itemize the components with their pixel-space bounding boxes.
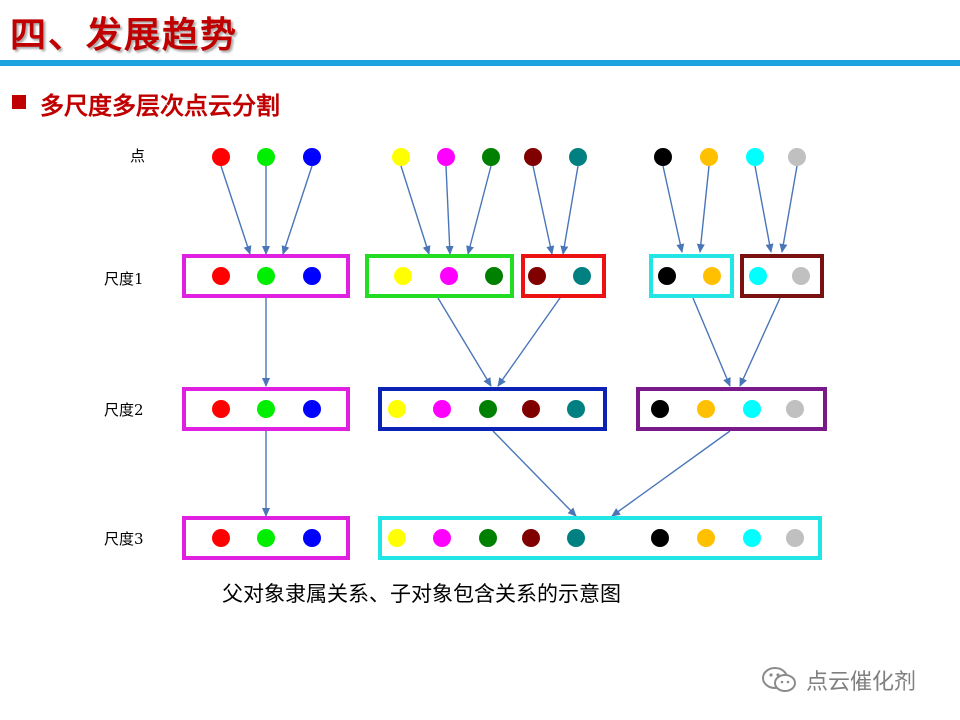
group-point-green [257, 400, 275, 418]
group-point-red [212, 267, 230, 285]
group-point-yellow [388, 529, 406, 547]
group-point-darkred [522, 400, 540, 418]
group-point-black [651, 529, 669, 547]
point-layer [212, 148, 810, 547]
arrow-7 [532, 165, 555, 255]
arrow-4 [400, 165, 431, 255]
title-rule [0, 60, 960, 66]
group-box-scale2-7 [378, 387, 607, 431]
group-point-teal [573, 267, 591, 285]
row-label-scale-1: 尺度1 [104, 270, 144, 288]
arrow-14 [437, 297, 492, 387]
point-red [212, 148, 230, 166]
row-label-scale-2: 尺度2 [104, 401, 144, 419]
arrow-9 [662, 165, 685, 253]
group-box-layer [182, 254, 827, 560]
group-point-green [257, 267, 275, 285]
group-point-darkred [522, 529, 540, 547]
figure-caption: 父对象隶属关系、子对象包含关系的示意图 [222, 582, 621, 606]
group-point-teal [567, 400, 585, 418]
square-bullet-icon [12, 95, 26, 109]
group-point-gold [703, 267, 721, 285]
point-gold [700, 148, 718, 166]
group-point-darkgreen [479, 529, 497, 547]
arrow-15 [497, 297, 561, 387]
group-point-gray [786, 400, 804, 418]
arrow-layer [220, 165, 798, 517]
point-gray [788, 148, 806, 166]
group-point-blue [303, 529, 321, 547]
group-point-darkgreen [485, 267, 503, 285]
group-point-red [212, 400, 230, 418]
group-box-scale1-5 [740, 254, 824, 298]
arrow-3 [281, 165, 313, 255]
group-box-scale1-4 [649, 254, 734, 298]
row-label-points: 点 [130, 147, 145, 165]
arrow-12 [779, 165, 798, 253]
group-point-gray [786, 529, 804, 547]
wechat-icon [762, 667, 796, 692]
group-point-gold [697, 400, 715, 418]
group-box-scale1-2 [365, 254, 514, 298]
arrow-10 [696, 165, 710, 253]
row-label-scale-3: 尺度3 [104, 530, 144, 548]
point-yellow [392, 148, 410, 166]
group-point-magenta [440, 267, 458, 285]
arrow-8 [560, 165, 579, 255]
point-cyan [746, 148, 764, 166]
point-darkgreen [482, 148, 500, 166]
slide-title: 四、发展趋势 [10, 15, 239, 56]
row-label-layer: 点 尺度1 尺度2 尺度3 [104, 147, 145, 548]
point-darkred [524, 148, 542, 166]
arrow-5 [445, 165, 454, 255]
point-green [257, 148, 275, 166]
arrow-11 [754, 165, 774, 253]
group-point-magenta [433, 400, 451, 418]
group-box-scale2-8 [636, 387, 827, 431]
arrow-20 [611, 430, 731, 517]
watermark-text: 点云催化剂 [806, 670, 917, 695]
point-magenta [437, 148, 455, 166]
slide-subtitle: 多尺度多层次点云分割 [40, 92, 280, 120]
point-blue [303, 148, 321, 166]
group-point-red [212, 529, 230, 547]
group-point-yellow [394, 267, 412, 285]
group-point-cyan [743, 400, 761, 418]
group-point-magenta [433, 529, 451, 547]
group-point-blue [303, 400, 321, 418]
watermark: 点云催化剂 [760, 664, 916, 696]
group-point-cyan [749, 267, 767, 285]
arrow-16 [692, 297, 731, 387]
arrow-19 [492, 430, 577, 517]
group-point-teal [567, 529, 585, 547]
group-box-scale3-10 [378, 516, 822, 560]
group-box-scale1-3 [521, 254, 606, 298]
point-black [654, 148, 672, 166]
group-point-blue [303, 267, 321, 285]
group-point-black [658, 267, 676, 285]
point-teal [569, 148, 587, 166]
group-point-gray [792, 267, 810, 285]
group-point-green [257, 529, 275, 547]
group-point-darkred [528, 267, 546, 285]
group-point-cyan [743, 529, 761, 547]
group-box-scale1-1 [182, 254, 350, 298]
group-point-yellow [388, 400, 406, 418]
arrow-6 [466, 165, 492, 255]
arrow-1 [220, 165, 252, 255]
group-box-scale3-9 [182, 516, 350, 560]
group-point-gold [697, 529, 715, 547]
group-box-scale2-6 [182, 387, 350, 431]
group-point-black [651, 400, 669, 418]
arrow-17 [739, 297, 781, 387]
group-point-darkgreen [479, 400, 497, 418]
